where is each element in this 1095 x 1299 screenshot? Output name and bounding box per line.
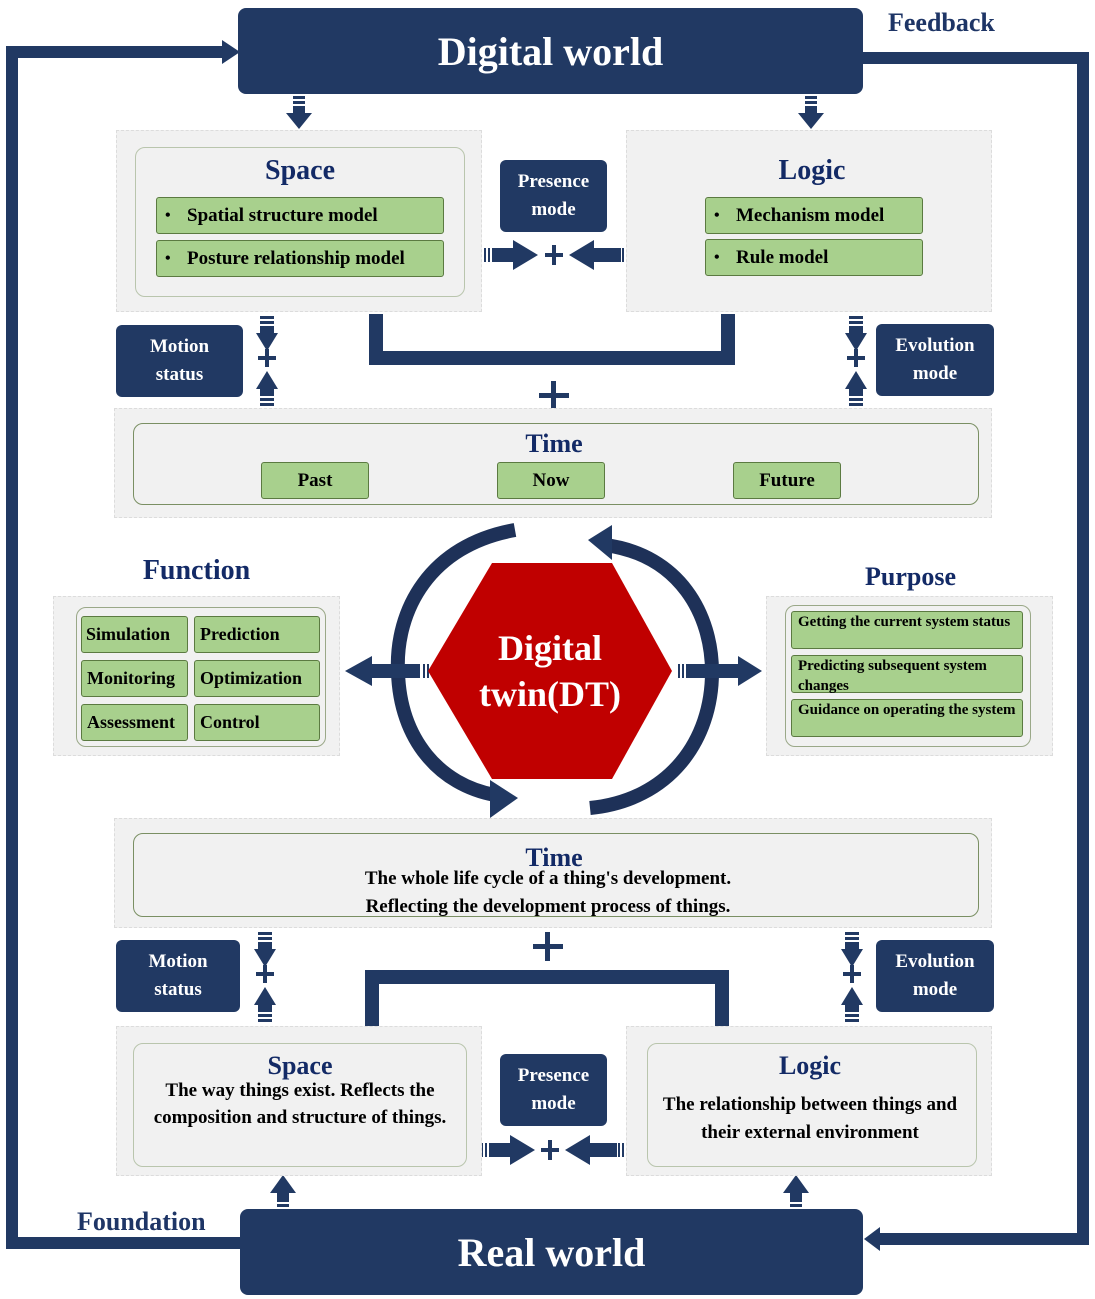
top-bracket <box>369 314 735 365</box>
arrow-to-purpose <box>678 656 762 686</box>
plus-top-time <box>539 381 569 410</box>
real-time-panel: Time The whole life cycle of a thing's d… <box>114 818 992 928</box>
presence-mode-box-bottom: Presence mode <box>500 1054 607 1126</box>
function-title: Function <box>142 555 251 586</box>
function-item: Assessment <box>81 704 188 741</box>
real-time-desc-line2: Reflecting the development process of th… <box>365 896 731 917</box>
purpose-title: Purpose <box>865 562 956 591</box>
real-logic-inner <box>647 1043 977 1167</box>
digital-twin-label: Digital twin(DT) <box>479 628 621 714</box>
bullet-icon: • <box>714 248 720 266</box>
evolution-arrows-top <box>845 316 867 406</box>
digital-logic-title: Logic <box>778 155 846 186</box>
purpose-item: Guidance on operating the system <box>791 699 1023 737</box>
foundation-loop-line <box>6 46 240 1249</box>
digital-world-box: Digital world <box>238 8 863 94</box>
function-panel: Simulation Prediction Monitoring Optimiz… <box>53 596 340 756</box>
real-time-title: Time <box>525 843 583 872</box>
purpose-item: Getting the current system status <box>791 611 1023 649</box>
space-item: •Posture relationship model <box>156 240 444 277</box>
real-space-desc: The way things exist. Reflects the compo… <box>153 1080 447 1128</box>
motion-arrows-bottom <box>254 932 276 1022</box>
presence-arrows-top <box>484 240 628 270</box>
real-logic-title: Logic <box>778 1051 842 1080</box>
real-time-desc-line1: The whole life cycle of a thing's develo… <box>364 868 732 889</box>
down-arrow-logic <box>798 96 824 129</box>
digital-logic-panel: Logic •Mechanism model •Rule model <box>626 130 992 312</box>
feedback-label: Feedback <box>888 8 995 37</box>
function-item: Simulation <box>81 616 188 653</box>
feedback-loop-line <box>862 52 1089 1245</box>
digital-time-panel: Time Past Now Future <box>114 408 992 518</box>
motion-arrows-top <box>256 316 278 406</box>
plus-bottom-time <box>533 932 563 961</box>
evolution-mode-box-top: Evolution mode <box>876 324 994 396</box>
time-stage-past: Past <box>261 462 369 499</box>
real-logic-desc: The relationship between things and thei… <box>662 1094 958 1143</box>
bullet-icon: • <box>165 249 171 267</box>
purpose-panel: Getting the current system status Predic… <box>766 596 1053 756</box>
function-item: Prediction <box>194 616 320 653</box>
foundation-label: Foundation <box>77 1207 206 1236</box>
digital-world-label: Digital world <box>437 28 664 74</box>
bottom-bracket <box>365 970 729 1028</box>
motion-status-box-top: Motion status <box>116 325 243 397</box>
presence-arrows-bottom <box>481 1135 624 1165</box>
motion-status-box-bottom: Motion status <box>116 940 240 1012</box>
function-item: Monitoring <box>81 660 188 697</box>
evolution-arrows-bottom <box>841 932 863 1022</box>
function-item: Optimization <box>194 660 320 697</box>
time-stage-future: Future <box>733 462 841 499</box>
space-item: •Spatial structure model <box>156 197 444 234</box>
evolution-mode-box-bottom: Evolution mode <box>876 940 994 1012</box>
purpose-item: Predicting subsequent system changes <box>791 655 1023 694</box>
digital-space-panel: Space •Spatial structure model •Posture … <box>116 130 482 312</box>
real-time-inner <box>133 833 979 917</box>
digital-time-title: Time <box>525 429 583 458</box>
digital-space-inner <box>135 147 465 297</box>
up-arrow-space <box>270 1175 296 1212</box>
real-space-title: Space <box>267 1051 333 1080</box>
bullet-icon: • <box>714 206 720 224</box>
cycle-arrowhead-left <box>490 780 518 818</box>
function-item: Control <box>194 704 320 741</box>
down-arrow-space <box>286 96 312 129</box>
foundation-arrowhead <box>222 40 240 64</box>
time-stage-now: Now <box>497 462 605 499</box>
digital-time-inner <box>133 423 979 505</box>
logic-item: •Mechanism model <box>705 197 923 234</box>
function-inner <box>76 607 326 747</box>
cycle-arrowhead-right <box>588 525 612 560</box>
real-logic-panel: Logic The relationship between things an… <box>626 1026 992 1176</box>
digital-twin-hexagon <box>428 563 672 779</box>
up-arrow-logic <box>783 1175 809 1212</box>
purpose-inner <box>785 605 1031 747</box>
logic-item: •Rule model <box>705 239 923 276</box>
real-space-inner <box>133 1043 467 1167</box>
real-space-panel: Space The way things exist. Reflects the… <box>116 1026 482 1176</box>
presence-mode-box-top: Presence mode <box>500 160 607 232</box>
real-world-label: Real world <box>457 1229 646 1275</box>
digital-space-title: Space <box>265 155 335 186</box>
real-world-box: Real world <box>240 1209 863 1295</box>
feedback-arrowhead <box>864 1227 880 1251</box>
bullet-icon: • <box>165 206 171 224</box>
arrow-to-function <box>345 656 429 686</box>
